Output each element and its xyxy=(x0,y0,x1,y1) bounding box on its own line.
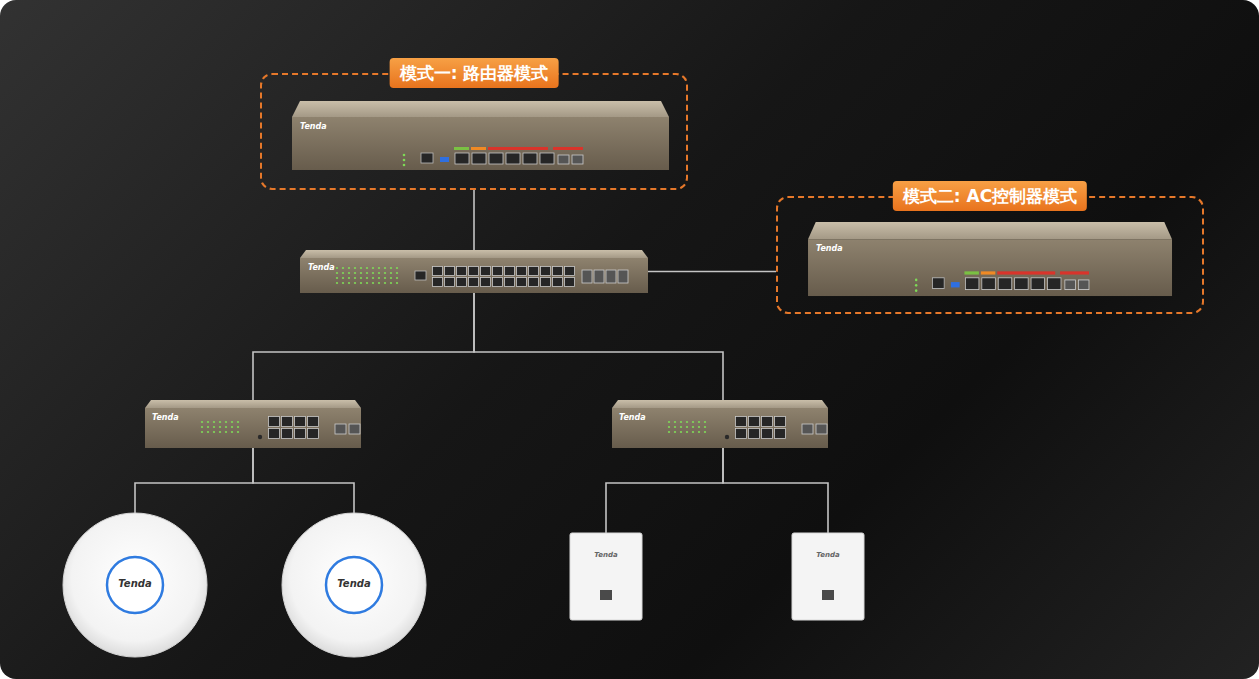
device-top xyxy=(145,400,361,408)
wall-ap xyxy=(570,533,642,620)
sfp-port xyxy=(606,270,616,283)
brand-logo: Tenda xyxy=(792,551,864,559)
mode-label: 模式二: AC控制器模式 xyxy=(893,181,1087,211)
brand-logo: Tenda xyxy=(308,263,335,272)
mode-label: 模式一: 路由器模式 xyxy=(390,58,559,88)
led xyxy=(403,164,406,167)
brand-logo: Tenda xyxy=(282,578,426,590)
brand-logo: Tenda xyxy=(816,244,843,253)
mode-region: 模式二: AC控制器模式Tenda xyxy=(776,196,1204,314)
ceiling-ap xyxy=(282,513,426,657)
lan-port xyxy=(455,153,469,164)
led xyxy=(403,159,406,162)
sfp-port xyxy=(349,424,360,434)
ethernet-port xyxy=(600,590,612,600)
network-cable xyxy=(723,448,828,533)
port-bar xyxy=(488,147,548,150)
led-grid xyxy=(335,266,401,286)
brand-logo: Tenda xyxy=(63,578,207,590)
brand-logo: Tenda xyxy=(570,551,642,559)
device-node: Tenda xyxy=(792,533,864,620)
router-device xyxy=(292,101,669,170)
ceiling-ap xyxy=(63,513,207,657)
brand-logo: Tenda xyxy=(619,413,646,422)
port-bar xyxy=(553,147,583,150)
brand-logo: Tenda xyxy=(152,413,179,422)
wall-ap xyxy=(792,533,864,620)
core-switch xyxy=(300,250,648,293)
device-node: Tenda xyxy=(570,533,642,620)
network-cable xyxy=(474,293,723,400)
network-cable xyxy=(135,448,253,513)
sfp-port xyxy=(335,424,346,434)
port-bar xyxy=(454,147,469,150)
device-top xyxy=(292,101,669,117)
ethernet-port xyxy=(822,590,834,600)
lan-port xyxy=(489,153,503,164)
port-grid xyxy=(268,416,320,440)
network-cable xyxy=(648,271,776,273)
device-front xyxy=(292,117,669,170)
lan-port xyxy=(472,153,486,164)
reset-button xyxy=(258,435,262,439)
network-cable xyxy=(253,293,474,400)
device-node: Tenda xyxy=(612,400,834,448)
ac-device xyxy=(808,222,1172,296)
sfp-port xyxy=(582,270,592,283)
led xyxy=(403,154,406,157)
access-switch xyxy=(145,400,361,448)
device-front xyxy=(300,258,648,293)
device-node: Tenda xyxy=(282,513,426,657)
network-cable xyxy=(606,448,723,533)
usb-port xyxy=(440,157,449,162)
lan-port xyxy=(523,153,537,164)
lan-port xyxy=(506,153,520,164)
sfp-port xyxy=(618,270,628,283)
device-node: Tenda xyxy=(808,222,1172,296)
device-node: Tenda xyxy=(145,400,361,448)
sfp-port xyxy=(558,155,569,164)
console-port xyxy=(421,153,433,163)
access-switch xyxy=(612,400,828,448)
network-cable xyxy=(473,190,475,250)
device-node: Tenda xyxy=(300,250,648,293)
sfp-port xyxy=(594,270,604,283)
console-port xyxy=(415,271,426,280)
led-grid xyxy=(200,420,242,435)
device-node: Tenda xyxy=(292,101,669,170)
port-bar xyxy=(471,147,486,150)
brand-logo: Tenda xyxy=(300,122,327,131)
lan-port xyxy=(540,153,554,164)
device-top xyxy=(300,250,648,258)
mode-region: 模式一: 路由器模式Tenda xyxy=(260,73,688,190)
sfp-port xyxy=(572,155,583,164)
network-cable xyxy=(253,448,354,513)
device-front xyxy=(145,408,361,448)
port-grid xyxy=(432,266,576,288)
device-node: Tenda xyxy=(63,513,207,657)
